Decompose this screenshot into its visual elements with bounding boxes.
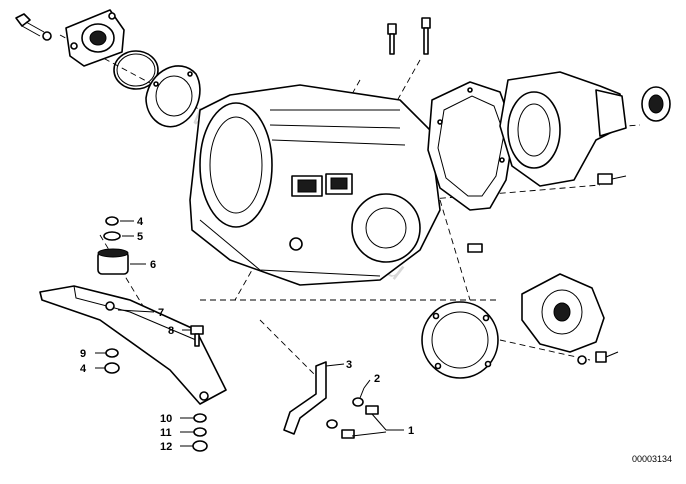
callout-5: 5 <box>137 231 143 243</box>
transmission-case-part <box>189 84 441 286</box>
washers-bottom-part <box>192 413 208 452</box>
callout-4-bottom: 4 <box>80 363 87 375</box>
callout-labels: 4 5 6 7 8 9 4 10 11 12 3 2 1 <box>80 216 414 453</box>
vent-bolts-part <box>387 17 431 55</box>
bracket-part <box>283 361 327 435</box>
crossmember-part <box>39 285 227 405</box>
housing-bolt-part <box>597 173 627 185</box>
cover-bolt-part <box>577 351 619 365</box>
callout-9: 9 <box>80 348 86 360</box>
callout-10: 10 <box>160 413 172 425</box>
callout-8: 8 <box>168 325 174 337</box>
reference-number: 00003134 <box>632 454 672 464</box>
mount-stack-part <box>97 216 129 275</box>
flange-gasket-part <box>421 301 499 379</box>
input-housing-part <box>65 9 125 67</box>
bolts-1-2-part <box>326 397 379 439</box>
callout-11: 11 <box>160 427 172 439</box>
washers-left-part <box>104 348 120 374</box>
rear-cover-part <box>521 273 605 353</box>
front-gasket-part <box>145 65 201 128</box>
o-ring-part <box>113 50 159 90</box>
rear-gasket-part <box>427 81 515 211</box>
callout-4-top: 4 <box>137 216 144 228</box>
callout-2: 2 <box>374 373 380 385</box>
leader-lines <box>95 220 404 447</box>
callout-7: 7 <box>158 307 164 319</box>
extension-housing-part <box>499 71 627 187</box>
callout-3: 3 <box>346 359 352 371</box>
callout-12: 12 <box>160 441 172 453</box>
callout-1: 1 <box>408 425 414 437</box>
callout-6: 6 <box>150 259 156 271</box>
bolt-part <box>15 13 52 41</box>
plug-part <box>467 243 483 253</box>
rear-seal-part <box>641 86 671 122</box>
